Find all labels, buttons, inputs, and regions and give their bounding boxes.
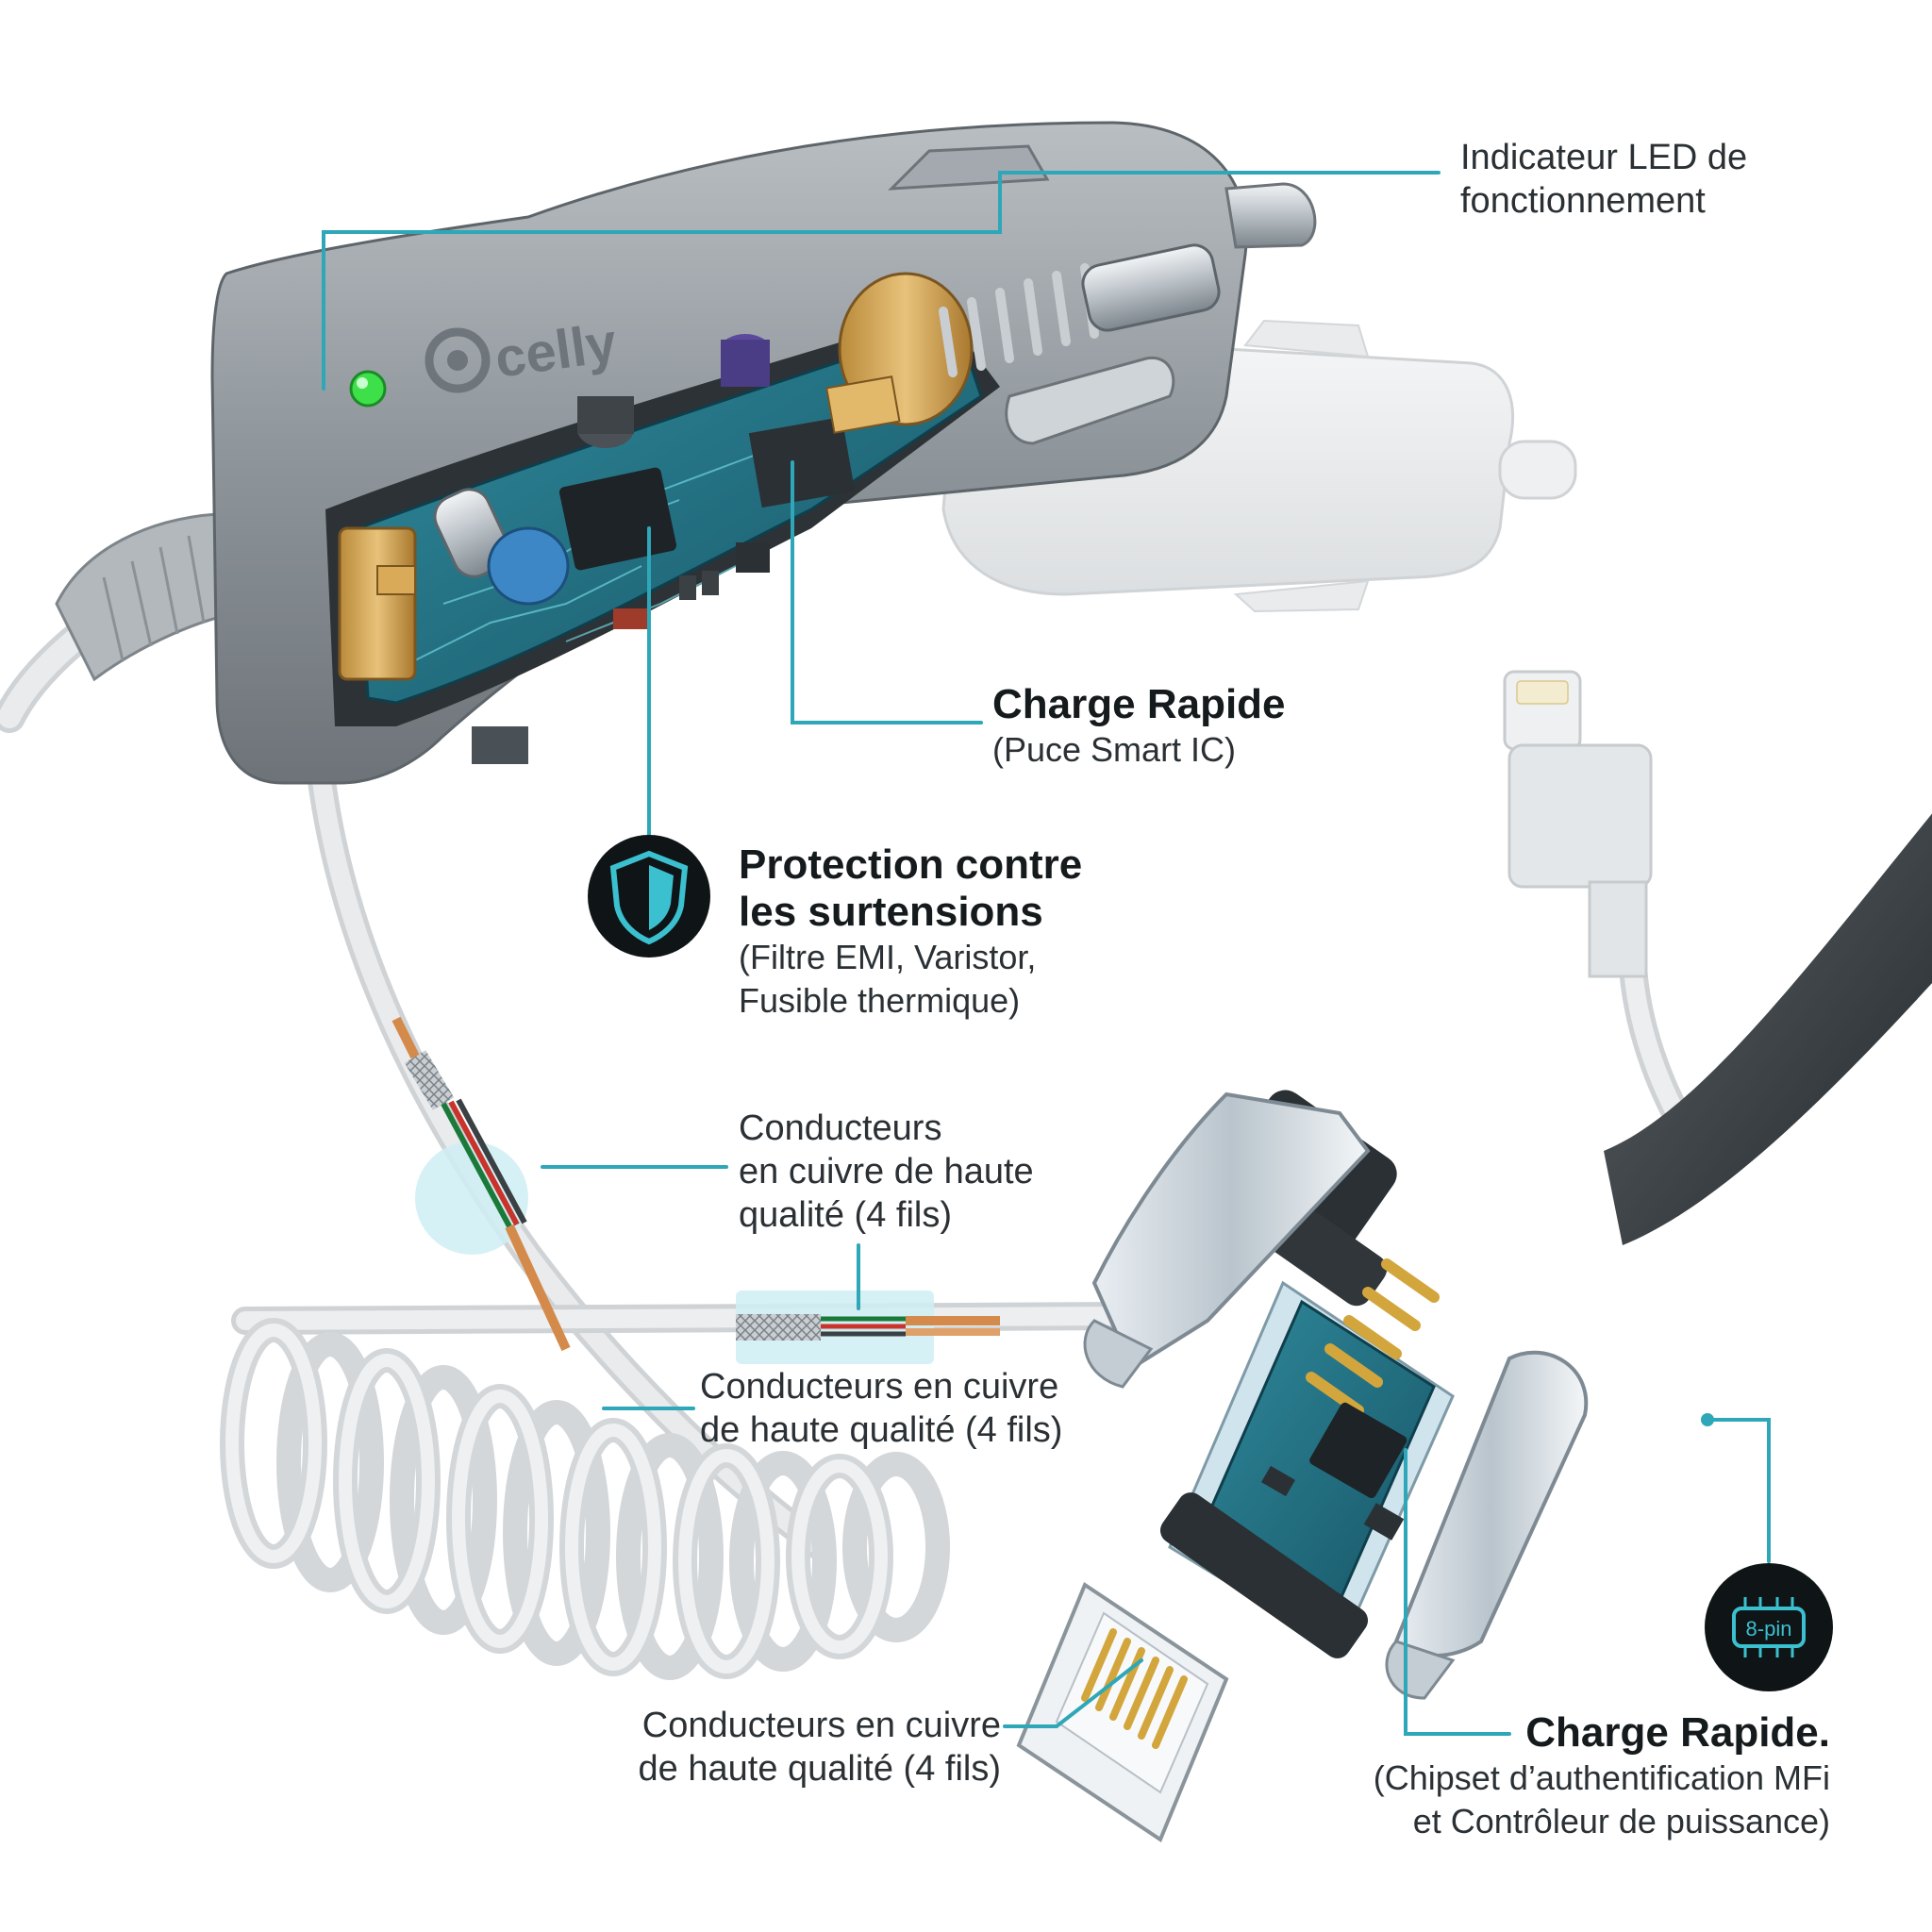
copper-mid-line2: de haute qualité (4 fils) [700,1410,1063,1450]
fast-charge-ic-title: Charge Rapide [992,681,1286,727]
callout-fast-charge-ic [791,460,983,724]
copper-bottom-line2: de haute qualité (4 fils) [638,1749,1001,1789]
copper-bottom-line1: Conducteurs en cuivre [641,1706,1001,1745]
dark-cable [1604,813,1932,1245]
lightning-connector-ghost [1503,670,1653,978]
wire-detail-horizontal [736,1291,1000,1364]
shield-icon [609,850,689,945]
chip-badge: 8-pin [1705,1563,1833,1691]
fast-charge-mfi-title: Charge Rapide. [1525,1709,1830,1756]
led-label-line1: Indicateur LED de [1460,138,1748,177]
surge-title-line1: Protection contre [739,841,1083,888]
surge-label: Protection contre les surtensions (Filtr… [739,841,1082,1023]
fast-charge-mfi-label: Charge Rapide. (Chipset d’authentificati… [1374,1709,1830,1843]
fast-charge-mfi-sub-line1: (Chipset d’authentification MFi [1373,1758,1830,1797]
led-label-line2: fonctionnement [1460,181,1706,221]
copper-mid-label: Conducteurs en cuivre de haute qualité (… [700,1365,1062,1452]
copper-mid-line1: Conducteurs en cuivre [700,1367,1059,1407]
chip-8pin-icon: 8-pin [1732,1597,1806,1657]
callout-mfi [1404,1448,1511,1736]
callout-lines [322,171,1771,1736]
surge-title-line2: les surtensions [739,889,1043,935]
surge-sub-line1: (Filtre EMI, Varistor, [739,938,1037,976]
connector-shell [1083,1091,1589,1700]
callout-badge [1706,1418,1771,1563]
surge-sub-line2: Fusible thermique) [739,981,1021,1020]
copper-bottom-label: Conducteurs en cuivre de haute qualité (… [639,1704,1001,1790]
charger-cutaway [325,243,1221,726]
wire-detail-diagonal [391,1016,571,1352]
coiled-cable-highlight [225,1324,888,1674]
copper-top-line2: en cuivre de haute [739,1152,1034,1191]
fast-charge-mfi-sub-line2: et Contrôleur de puissance) [1412,1802,1830,1840]
copper-top-line3: qualité (4 fils) [739,1195,952,1235]
chip-badge-label: 8-pin [1746,1617,1792,1641]
callout-copper-bottom [1003,1658,1143,1728]
shield-badge [588,835,710,958]
fast-charge-ic-label: Charge Rapide (Puce Smart IC) [992,681,1286,772]
mfi-chip [1309,1402,1407,1499]
callout-led [322,171,1441,391]
fast-charge-ic-subtitle: (Puce Smart IC) [992,730,1237,769]
led-indicator [349,370,387,408]
copper-top-label: Conducteurs en cuivre de haute qualité (… [739,1107,1034,1237]
led-label: Indicateur LED de fonctionnement [1460,136,1747,223]
copper-top-line1: Conducteurs [739,1108,942,1148]
